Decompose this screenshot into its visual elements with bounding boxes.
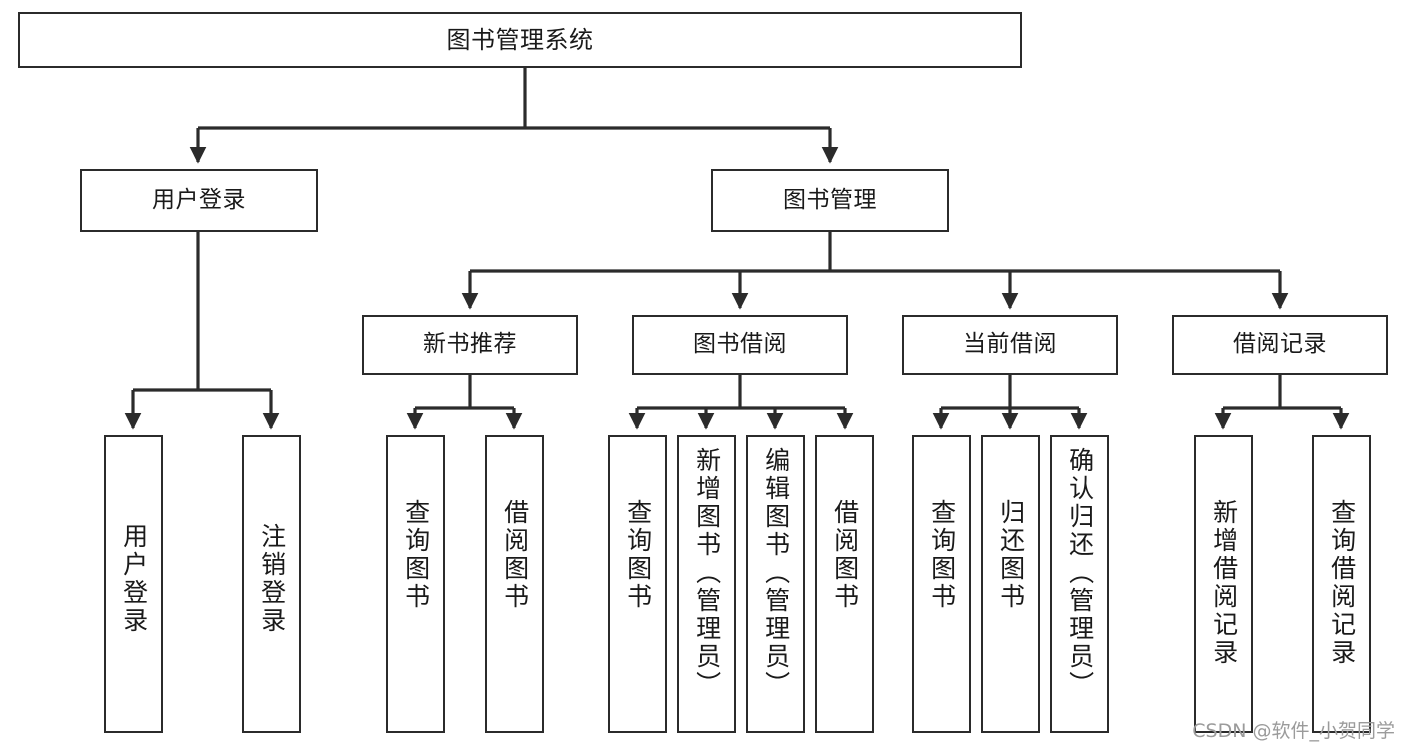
node-label: 借阅记录	[1233, 331, 1327, 358]
node-user-login[interactable]: 用户登录	[80, 169, 318, 232]
node-leaf-logout[interactable]: 注销登录	[242, 435, 301, 733]
node-leaf-query-books-borrow[interactable]: 查询图书	[608, 435, 667, 733]
node-label: 注销登录	[257, 523, 287, 635]
node-label: 用户登录	[152, 186, 246, 213]
node-leaf-user-login[interactable]: 用户登录	[104, 435, 163, 733]
watermark-text: CSDN @软件_小贺同学	[1192, 720, 1395, 742]
node-leaf-query-borrow-record[interactable]: 查询借阅记录	[1312, 435, 1371, 733]
node-new-book-recommendation[interactable]: 新书推荐	[362, 315, 578, 375]
node-label: 归还图书	[996, 499, 1026, 611]
node-label: 新书推荐	[423, 331, 517, 358]
node-label: 查询图书	[927, 499, 957, 611]
node-leaf-add-borrow-record[interactable]: 新增借阅记录	[1194, 435, 1253, 733]
node-leaf-query-books-current[interactable]: 查询图书	[912, 435, 971, 733]
node-leaf-borrow-books-recommend[interactable]: 借阅图书	[485, 435, 544, 733]
node-leaf-query-books-recommend[interactable]: 查询图书	[386, 435, 445, 733]
node-label: 查询图书	[623, 499, 653, 611]
node-label: 新增图书（管理员）	[692, 447, 722, 699]
node-label: 查询借阅记录	[1327, 499, 1357, 667]
node-leaf-edit-book-admin[interactable]: 编辑图书（管理员）	[746, 435, 805, 733]
node-label: 新增借阅记录	[1209, 499, 1239, 667]
node-current-borrowing[interactable]: 当前借阅	[902, 315, 1118, 375]
node-label: 编辑图书（管理员）	[761, 447, 791, 699]
node-root-book-management-system[interactable]: 图书管理系统	[18, 12, 1022, 68]
node-leaf-return-books[interactable]: 归还图书	[981, 435, 1040, 733]
node-borrowing-record[interactable]: 借阅记录	[1172, 315, 1388, 375]
node-label: 当前借阅	[963, 331, 1057, 358]
node-label: 图书管理系统	[446, 25, 594, 54]
node-label: 查询图书	[401, 499, 431, 611]
node-label: 用户登录	[119, 523, 149, 635]
node-label: 图书借阅	[693, 331, 787, 358]
node-book-borrowing[interactable]: 图书借阅	[632, 315, 848, 375]
node-label: 借阅图书	[830, 499, 860, 611]
node-label: 图书管理	[783, 186, 877, 213]
node-leaf-borrow-books[interactable]: 借阅图书	[815, 435, 874, 733]
node-label: 确认归还（管理员）	[1065, 447, 1095, 699]
node-leaf-add-book-admin[interactable]: 新增图书（管理员）	[677, 435, 736, 733]
node-label: 借阅图书	[500, 499, 530, 611]
node-leaf-confirm-return-admin[interactable]: 确认归还（管理员）	[1050, 435, 1109, 733]
node-book-management[interactable]: 图书管理	[711, 169, 949, 232]
